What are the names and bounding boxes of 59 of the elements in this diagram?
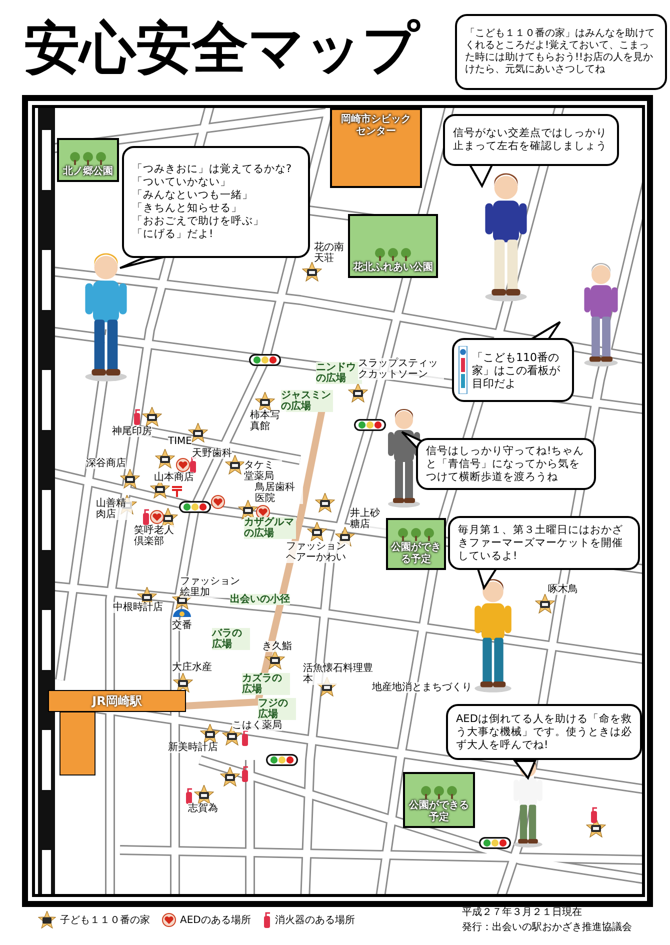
node-text: 岡崎市シビックセンター xyxy=(340,114,412,138)
place-label: き久鮨 xyxy=(262,641,292,652)
park-area xyxy=(386,518,446,570)
plaza-label: カズラの広場 xyxy=(242,673,290,695)
place-label: 柿本写真館 xyxy=(250,410,286,432)
node-text: AEDは倒れてる人を助ける「命を救う大事な機械」です。使うときは必ず大人を呼んでね! xyxy=(456,712,632,752)
place-label: 神尾印房 xyxy=(112,426,152,437)
place-label: タケミ堂薬局 xyxy=(244,460,282,482)
legend-text: AEDのある場所 xyxy=(180,914,251,928)
speech-bubble xyxy=(448,516,640,570)
place-label: ファッションヘアーかわい xyxy=(286,541,350,563)
place-label: 啄木鳥 xyxy=(548,584,578,595)
node-text: 「ついていかない」 xyxy=(132,176,232,189)
node-text: 信号はしっかり守ってね!ちゃんと「青信号」になってから気をつけて横断歩道を渡ろうね xyxy=(426,444,586,484)
speech-bubble xyxy=(455,14,667,90)
legend-text: 消火器のある場所 xyxy=(274,914,355,928)
node-text: 「こども110番の家」はこの看板が目印だよ xyxy=(472,350,561,390)
node-text: 毎月第１、第３土曜日にはおかざきファーマーズマーケットを開催しているよ! xyxy=(458,524,624,562)
node-text: 「こども１１０番の家」はみんなを助けてくれるところだよ!覚えておいて、こまった時には助けてもらおう!!お店の人を見かけたら、元気にあいさつしてね xyxy=(465,28,656,76)
legend-text: 子ども１１０番の家 xyxy=(60,914,150,928)
place-label: 発行：出会いの駅おかざき推進協議会 xyxy=(462,922,632,933)
node-text: 「きちんと知らせる」 xyxy=(132,202,243,215)
node-text: 北ノ郷公園 xyxy=(63,166,113,178)
park-area xyxy=(403,772,475,828)
node-text: 信号がない交差点ではしっかり止まって左右を確認しましょう xyxy=(453,127,608,153)
node-text: 「つみきおに」は覚えてるかな? xyxy=(132,163,293,176)
place-label: TIME xyxy=(168,436,192,447)
station-building xyxy=(48,690,186,712)
place-label: 中根時計店 xyxy=(113,602,163,613)
node-text: JR岡崎駅 xyxy=(92,693,142,710)
park-area xyxy=(57,138,119,182)
place-label: 鳥居歯科医院 xyxy=(255,482,303,504)
node-text: 「にげる」だよ! xyxy=(132,228,214,241)
speech-bubble xyxy=(446,704,642,760)
place-label: 天野歯科 xyxy=(192,448,232,459)
plaza-label: ジャスミンの広場 xyxy=(281,390,333,412)
place-label: 深谷商店 xyxy=(86,458,126,469)
node-text: 「おおごえで助けを呼ぶ」 xyxy=(132,215,265,228)
node-text: 花北ふれあい公園 xyxy=(353,262,433,274)
place-label: 山善精肉店 xyxy=(96,498,132,520)
node-text: 公園ができる予定 xyxy=(390,542,442,566)
map-title: 安心安全マップ xyxy=(24,15,419,83)
node-text: 公園ができる予定 xyxy=(408,800,470,824)
node-text: 「みんなといつも一緒」 xyxy=(132,189,254,202)
plaza-label: フジの広場 xyxy=(258,698,296,720)
place-label: こはく薬局 xyxy=(232,720,282,731)
place-label: 志賀為 xyxy=(188,803,218,814)
place-label: 井上砂糖店 xyxy=(350,508,386,530)
civic-center-building xyxy=(330,108,422,188)
place-label: 交番 xyxy=(172,620,192,631)
park-area xyxy=(348,214,438,278)
plaza-label: カザグルマの広場 xyxy=(244,517,296,539)
place-label: 新美時計店 xyxy=(168,742,218,753)
place-label: 大庄水産 xyxy=(172,662,212,673)
place-label: 地産地消とまちづくり xyxy=(372,682,472,693)
plaza-label: バラの広場 xyxy=(212,628,250,650)
speech-bubble xyxy=(122,146,310,258)
place-label: 平成２７年３月２１日現在 xyxy=(462,907,582,918)
place-label: 山本商店 xyxy=(154,472,194,483)
